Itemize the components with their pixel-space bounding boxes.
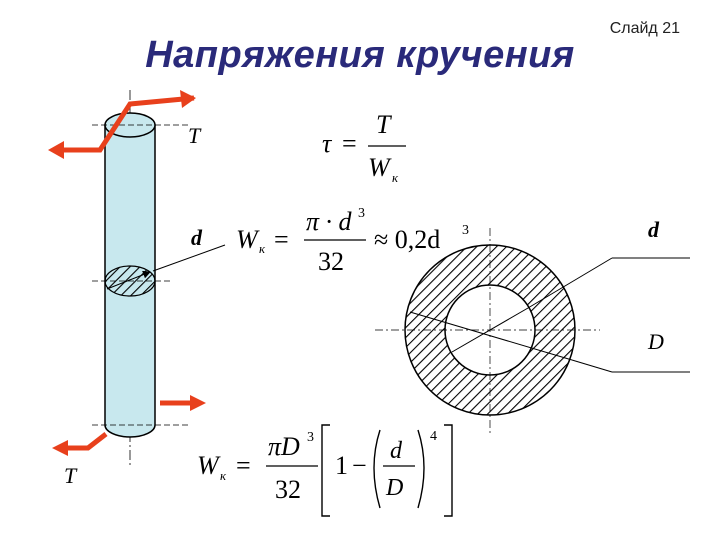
arrowhead-top-right	[180, 90, 196, 108]
shaft-diameter-dim	[106, 270, 151, 290]
tau-den-sub: к	[392, 170, 399, 185]
torque-label-top: T	[188, 123, 202, 148]
wk2-approx-exp: 3	[462, 223, 469, 238]
formula-tau: τ = T W к	[322, 110, 406, 185]
ring-d-label: d	[648, 217, 660, 242]
wk3-num-exp: 3	[307, 430, 314, 445]
ring-D-label: D	[647, 329, 664, 354]
formula-wk-solid: W к = π · d 3 32 ≈ 0,2d 3	[236, 206, 469, 276]
tau-den-main: W	[368, 153, 392, 182]
left-paren	[373, 429, 381, 509]
tau-equals: =	[342, 129, 357, 158]
wk2-numerator: π · d	[306, 207, 353, 236]
outer-diameter-dim	[409, 311, 573, 361]
torque-bottom	[52, 395, 206, 456]
wk3-sub: к	[220, 468, 227, 483]
wk2-main: W	[236, 225, 260, 254]
left-bracket	[321, 424, 330, 517]
torque-top	[48, 90, 196, 159]
inner-diameter-dim	[451, 307, 529, 353]
wk3-equals: =	[236, 451, 251, 480]
arrowhead-bottom-right	[190, 395, 206, 411]
slide-number: Слайд 21	[609, 20, 680, 37]
formula-wk-hollow: W к = πD 3 32 1 − d D 4	[197, 424, 453, 517]
wk2-num-exp: 3	[358, 206, 365, 221]
wk2-approx: ≈ 0,2d	[374, 225, 440, 254]
wk3-frac-den: D	[385, 475, 403, 501]
wk3-denominator: 32	[275, 475, 301, 504]
torque-arrow-top	[58, 95, 195, 153]
arrowhead-bottom-left	[52, 440, 68, 456]
wk3-power: 4	[430, 429, 437, 444]
hollow-section	[375, 228, 690, 433]
right-bracket	[444, 424, 453, 517]
wk2-denominator: 32	[318, 247, 344, 276]
inner-diameter-leader	[527, 257, 613, 309]
wk3-main: W	[197, 451, 221, 480]
slide-title: Напряжения кручения	[145, 34, 575, 76]
wk3-frac-num: d	[390, 438, 403, 464]
wk2-sub: к	[259, 241, 266, 256]
outer-diameter-leader	[571, 359, 613, 373]
right-paren	[417, 429, 425, 509]
tau-symbol: τ	[322, 129, 333, 158]
shaft	[92, 90, 226, 465]
shaft-diameter-leader	[152, 244, 226, 272]
wk3-minus: −	[352, 451, 367, 480]
torque-arrow-bottom-left	[62, 432, 108, 451]
wk3-one: 1	[335, 451, 348, 480]
arrowhead-top-left	[48, 141, 64, 159]
shaft-diameter-label: d	[191, 225, 203, 250]
wk3-numerator: πD	[268, 432, 300, 461]
tau-numerator: T	[376, 110, 392, 139]
wk2-equals: =	[274, 225, 289, 254]
torque-label-bottom: T	[64, 463, 78, 488]
